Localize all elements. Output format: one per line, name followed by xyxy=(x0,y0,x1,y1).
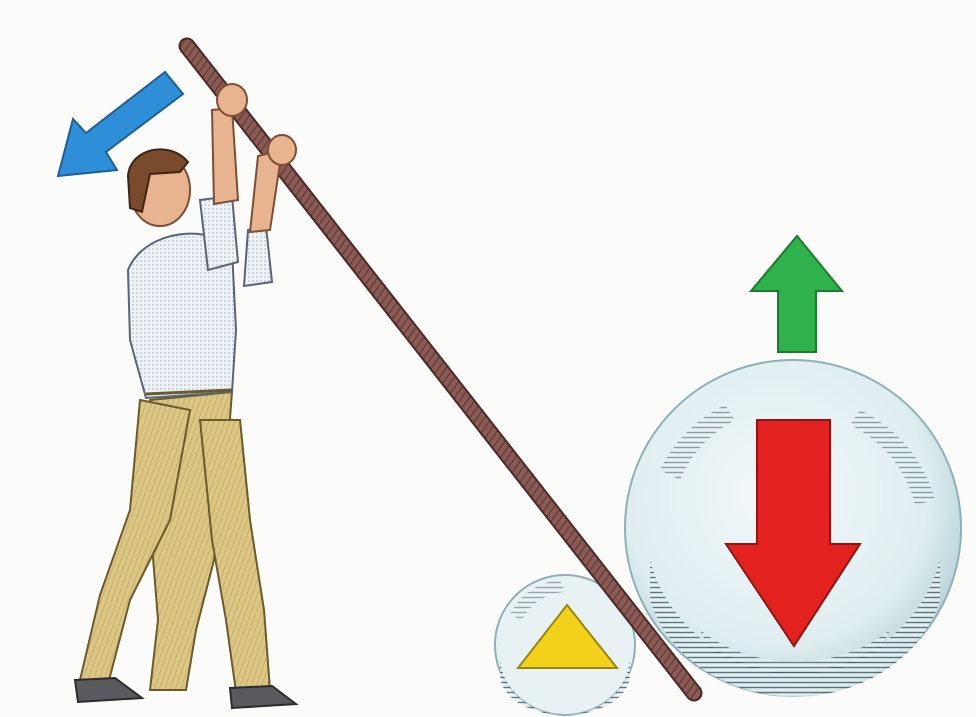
man-figure xyxy=(75,84,296,708)
lift-arrow-icon xyxy=(751,236,842,352)
lever-rod xyxy=(187,46,694,693)
